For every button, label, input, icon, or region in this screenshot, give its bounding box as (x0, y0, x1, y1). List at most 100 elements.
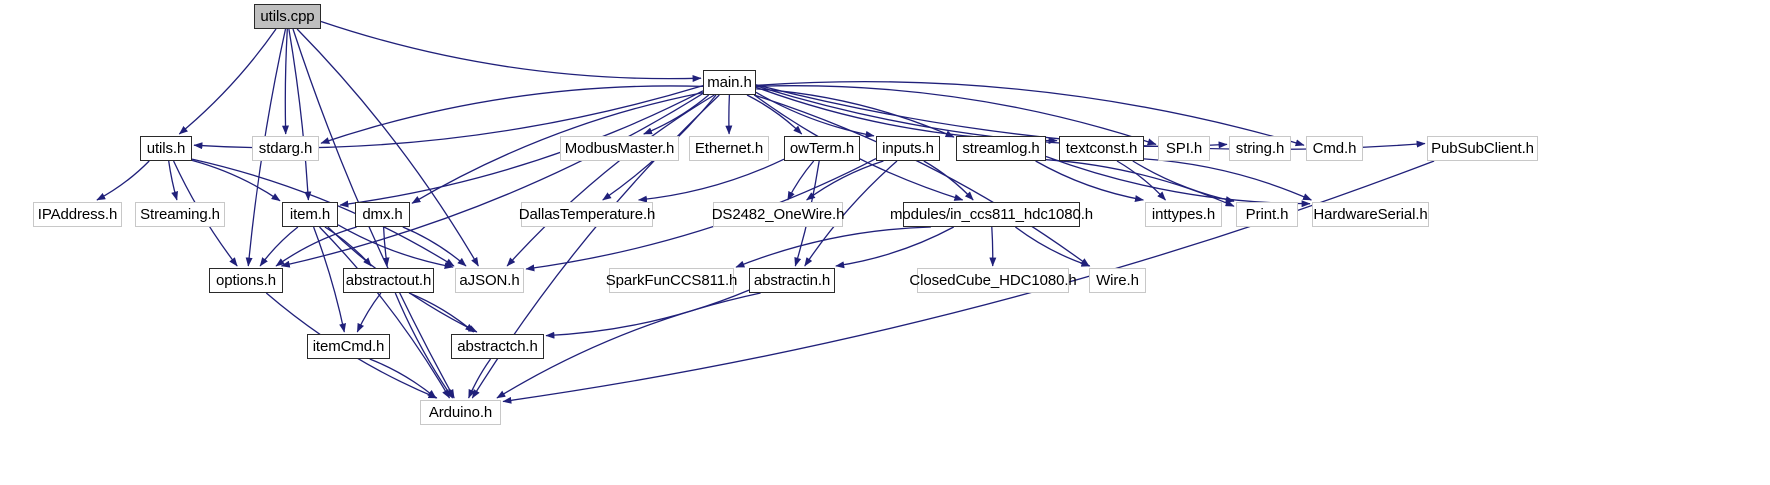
graph-node-label: options.h (216, 272, 276, 289)
graph-edge (506, 94, 715, 267)
graph-node-label: inttypes.h (1151, 206, 1216, 223)
graph-node-label: Ethernet.h (694, 140, 764, 157)
graph-edge (337, 224, 454, 270)
graph-node-itemcmd-h[interactable]: itemCmd.h (307, 334, 390, 359)
graph-node-abstractout-h[interactable]: abstractout.h (343, 268, 434, 293)
graph-node-label: textconst.h (1065, 140, 1138, 157)
graph-edge (835, 226, 955, 269)
graph-node-modbusmaster-h[interactable]: ModbusMaster.h (560, 136, 679, 161)
graph-node-ipaddress-h[interactable]: IPAddress.h (33, 202, 122, 227)
graph-node-string-h[interactable]: string.h (1229, 136, 1291, 161)
graph-node-label: ModbusMaster.h (564, 140, 675, 157)
graph-node-spi-h[interactable]: SPI.h (1158, 136, 1210, 161)
graph-edge (319, 226, 451, 399)
graph-edge (324, 226, 372, 267)
graph-node-pubsubclient-h[interactable]: PubSubClient.h (1427, 136, 1538, 161)
graph-edge (259, 226, 299, 267)
graph-edge (787, 160, 815, 201)
graph-node-item-h[interactable]: item.h (282, 202, 338, 227)
graph-node-hardwareserial-h[interactable]: HardwareSerial.h (1312, 202, 1429, 227)
graph-node-label: ClosedCube_HDC1080.h (909, 272, 1077, 289)
graph-node-label: main.h (707, 74, 752, 91)
graph-node-label: IPAddress.h (37, 206, 118, 223)
graph-node-dallastemp-h[interactable]: DallasTemperature.h (519, 202, 655, 227)
graph-node-utils-h[interactable]: utils.h (140, 136, 192, 161)
graph-node-label: SPI.h (1165, 140, 1203, 157)
graph-edge (394, 292, 454, 399)
graph-node-streaming-h[interactable]: Streaming.h (135, 202, 225, 227)
graph-edge (1035, 160, 1144, 202)
graph-edge (643, 94, 710, 135)
graph-node-label: string.h (1235, 140, 1285, 157)
graph-node-label: abstractout.h (345, 272, 432, 289)
graph-node-utils-cpp[interactable]: utils.cpp (254, 4, 321, 29)
graph-node-inttypes-h[interactable]: inttypes.h (1145, 202, 1222, 227)
graph-node-label: itemCmd.h (312, 338, 385, 355)
graph-node-label: Arduino.h (428, 404, 493, 421)
graph-edge (369, 358, 437, 399)
graph-node-owterm-h[interactable]: owTerm.h (784, 136, 860, 161)
graph-edge (275, 226, 357, 267)
graph-node-label: utils.cpp (260, 8, 315, 25)
graph-node-label: DS2482_OneWire.h (711, 206, 845, 223)
graph-node-closedcube-h[interactable]: ClosedCube_HDC1080.h (909, 268, 1077, 293)
graph-node-streamlog-h[interactable]: streamlog.h (956, 136, 1046, 161)
graph-edge (1132, 160, 1235, 203)
graph-node-label: modules/in_ccs811_hdc1080.h (890, 206, 1094, 223)
graph-node-label: SparkFunCCS811.h (605, 272, 738, 289)
graph-node-label: HardwareSerial.h (1313, 206, 1428, 223)
graph-edge (1143, 158, 1312, 201)
graph-node-label: Cmd.h (1312, 140, 1357, 157)
graph-edge (755, 86, 1058, 145)
graph-node-sparkfunccs811-h[interactable]: SparkFunCCS811.h (606, 268, 737, 293)
graph-edge (320, 85, 704, 144)
graph-edge (288, 28, 312, 201)
graph-node-abstractin-h[interactable]: abstractin.h (749, 268, 835, 293)
graph-node-options-h[interactable]: options.h (209, 268, 283, 293)
graph-node-dmx-h[interactable]: dmx.h (355, 202, 410, 227)
graph-edge (923, 160, 974, 201)
graph-edge (1045, 155, 1311, 208)
graph-node-cmd-h[interactable]: Cmd.h (1306, 136, 1363, 161)
graph-node-label: abstractin.h (753, 272, 831, 289)
graph-edge (989, 226, 997, 267)
graph-node-label: DallasTemperature.h (518, 206, 656, 223)
graph-edge (746, 94, 803, 135)
graph-edge (806, 160, 884, 201)
graph-node-ajson-h[interactable]: aJSON.h (455, 268, 524, 293)
graph-node-label: utils.h (146, 140, 186, 157)
graph-node-wire-h[interactable]: Wire.h (1089, 268, 1146, 293)
graph-edge (191, 159, 281, 202)
graph-node-print-h[interactable]: Print.h (1236, 202, 1298, 227)
graph-edge (638, 158, 785, 203)
graph-edge (382, 226, 390, 267)
graph-node-modules-ccs811-h[interactable]: modules/in_ccs811_hdc1080.h (890, 202, 1093, 227)
graph-node-inputs-h[interactable]: inputs.h (876, 136, 940, 161)
graph-node-main-h[interactable]: main.h (703, 70, 756, 95)
graph-node-label: Print.h (1245, 206, 1289, 223)
graph-edge (178, 28, 277, 135)
graph-node-label: streamlog.h (962, 140, 1040, 157)
graph-edge (1015, 226, 1091, 267)
graph-node-label: PubSubClient.h (1431, 140, 1534, 157)
graph-edge (96, 160, 150, 201)
graph-node-arduino-h[interactable]: Arduino.h (420, 400, 501, 425)
graph-edge (545, 289, 750, 339)
graph-edge (735, 226, 931, 268)
graph-node-label: item.h (289, 206, 331, 223)
graph-edge (408, 292, 475, 333)
graph-node-stdarg-h[interactable]: stdarg.h (252, 136, 319, 161)
graph-edge (755, 91, 875, 138)
graph-node-label: Streaming.h (140, 206, 220, 223)
graph-node-label: aJSON.h (459, 272, 520, 289)
graph-edge (755, 88, 955, 138)
graph-node-label: abstractch.h (457, 338, 538, 355)
graph-node-abstractch-h[interactable]: abstractch.h (451, 334, 544, 359)
graph-node-label: inputs.h (882, 140, 934, 157)
graph-edge (725, 94, 733, 135)
graph-node-ds2482-h[interactable]: DS2482_OneWire.h (712, 202, 844, 227)
graph-node-textconst-h[interactable]: textconst.h (1059, 136, 1144, 161)
graph-node-ethernet-h[interactable]: Ethernet.h (689, 136, 769, 161)
